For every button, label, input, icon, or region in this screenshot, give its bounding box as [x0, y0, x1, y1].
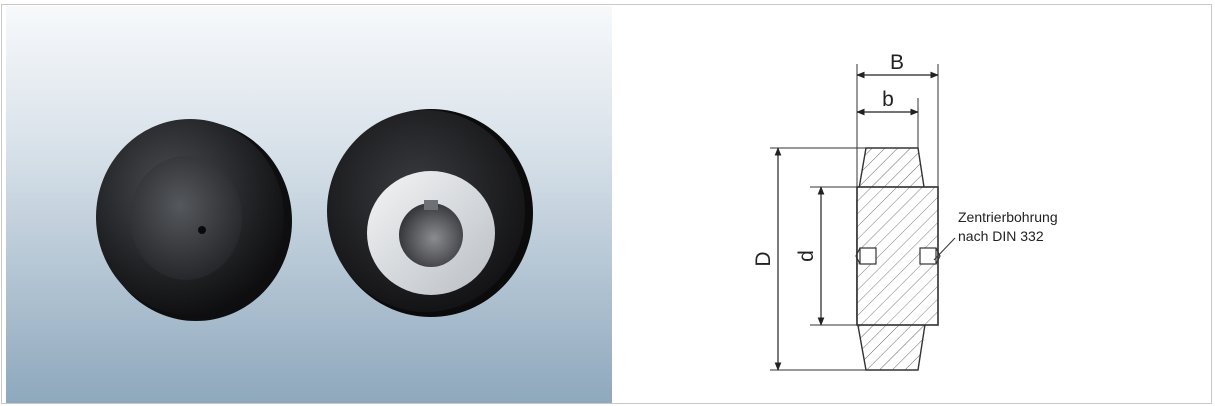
label-d: d: [795, 250, 818, 262]
center-hole-left: [855, 247, 877, 265]
note-line-1: Zentrierbohrung: [958, 209, 1058, 225]
label-D: D: [752, 251, 775, 266]
label-B: B: [890, 51, 904, 74]
roller-closed-face: [96, 119, 292, 321]
label-b: b: [882, 88, 894, 111]
product-photo: [6, 6, 612, 403]
center-hole-right: [919, 247, 941, 265]
roller-with-hub: [327, 109, 533, 317]
note-leader: [933, 237, 956, 261]
note-line-2: nach DIN 332: [958, 228, 1044, 244]
technical-drawing: B b D d Zentrierbohrung nach DIN 332: [700, 40, 1120, 380]
